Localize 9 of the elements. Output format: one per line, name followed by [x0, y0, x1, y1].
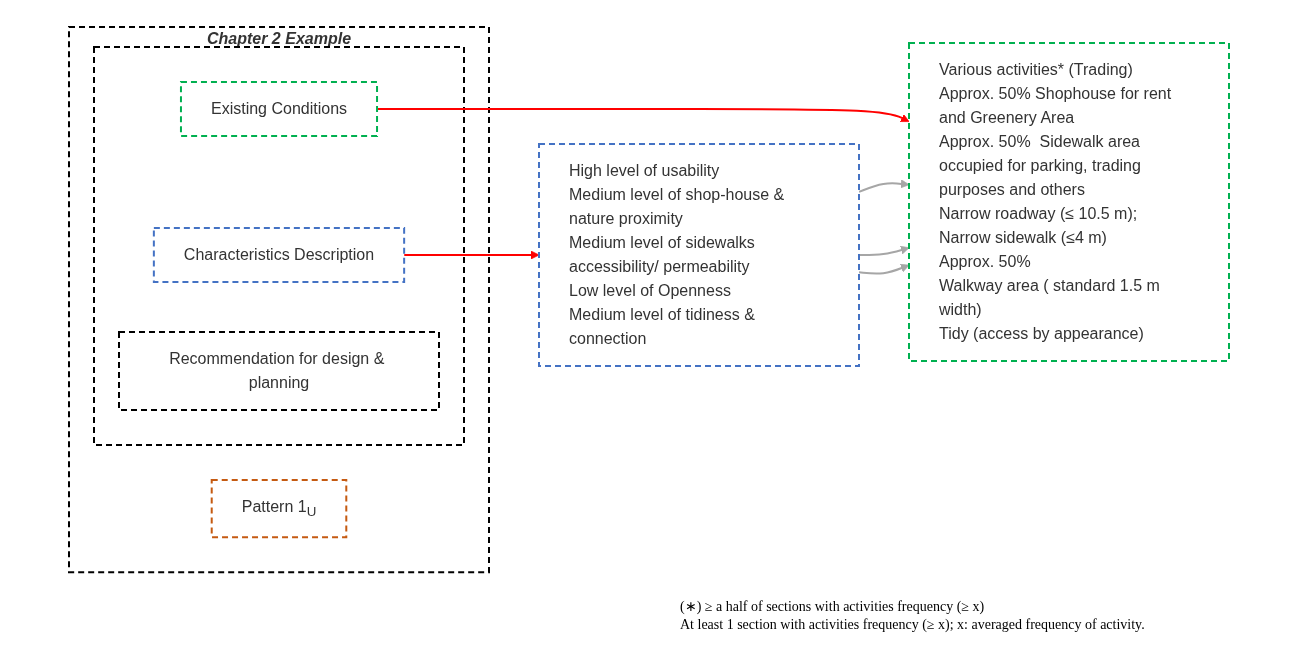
node-box: Pattern 1$_{U}$: [210, 479, 348, 539]
node-box: Characteristics Description: [152, 227, 406, 284]
footnote: At least 1 section with activities frequency (≥ x); x: averaged frequency of activity.: [680, 617, 1145, 633]
node-box: Recommendation for design & planning: [118, 331, 440, 412]
cluster: [93, 46, 465, 447]
node-box: Existing Conditions: [179, 81, 379, 138]
node-box: Various activities* (Trading) Approx. 50% Shophouse for rent and Greenery Area Approx. 50% Sidewalk area occupied for parking, trading purposes and others Narrow roadway (≤ 10.5 m); Narrow sidewalk (≤4 m) Approx. 50% Walkway area ( standard 1.5 m width) Tidy (access by appearance): [908, 42, 1230, 363]
footnote: (∗) ≥ a half of sections with activities frequency (≥ x): [680, 598, 986, 615]
node-box: High level of usability Medium level of shop-house & nature proximity Medium level of sidewalks accessibility/ permeability Low level of Openness Medium level of tidiness & connection: [538, 143, 860, 368]
